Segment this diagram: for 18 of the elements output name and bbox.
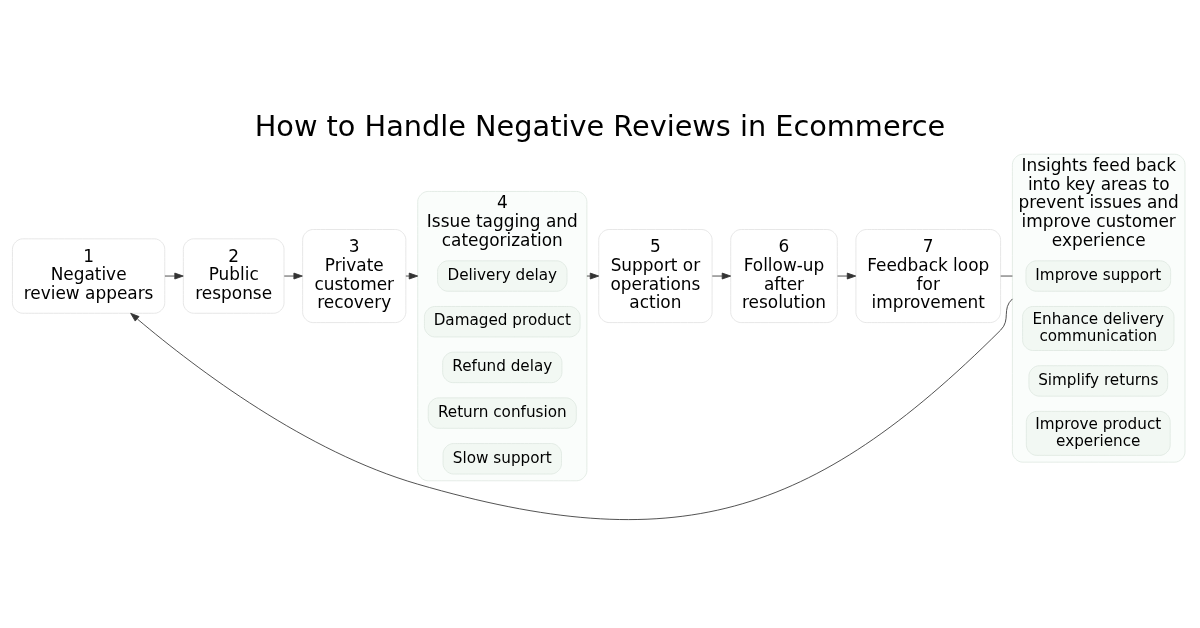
- arrow: [164, 272, 184, 279]
- arrow: [837, 272, 857, 279]
- node-box: Delivery delay: [437, 259, 568, 292]
- node-box: Enhance delivery communication: [1022, 305, 1175, 351]
- node-box: 6 Follow-up after resolution: [730, 228, 838, 323]
- node-box: 1 Negative review appears: [12, 237, 166, 314]
- node-box: 2 Public response: [182, 237, 285, 314]
- node-box: 5 Support or operations action: [598, 228, 713, 323]
- arrow: [586, 272, 600, 279]
- arrow: [405, 272, 419, 279]
- node-box: 7 Feedback loop for improvement: [855, 228, 1001, 323]
- node-box: Improve product experience: [1025, 410, 1171, 456]
- node-box: Damaged product: [424, 305, 581, 337]
- arrow: [711, 272, 732, 279]
- arrow: [283, 272, 303, 279]
- arrow: [130, 297, 1013, 520]
- node-box: 3 Private customer recovery: [302, 228, 407, 323]
- diagram-title: How to Handle Negative Reviews in Ecommerce: [254, 108, 946, 143]
